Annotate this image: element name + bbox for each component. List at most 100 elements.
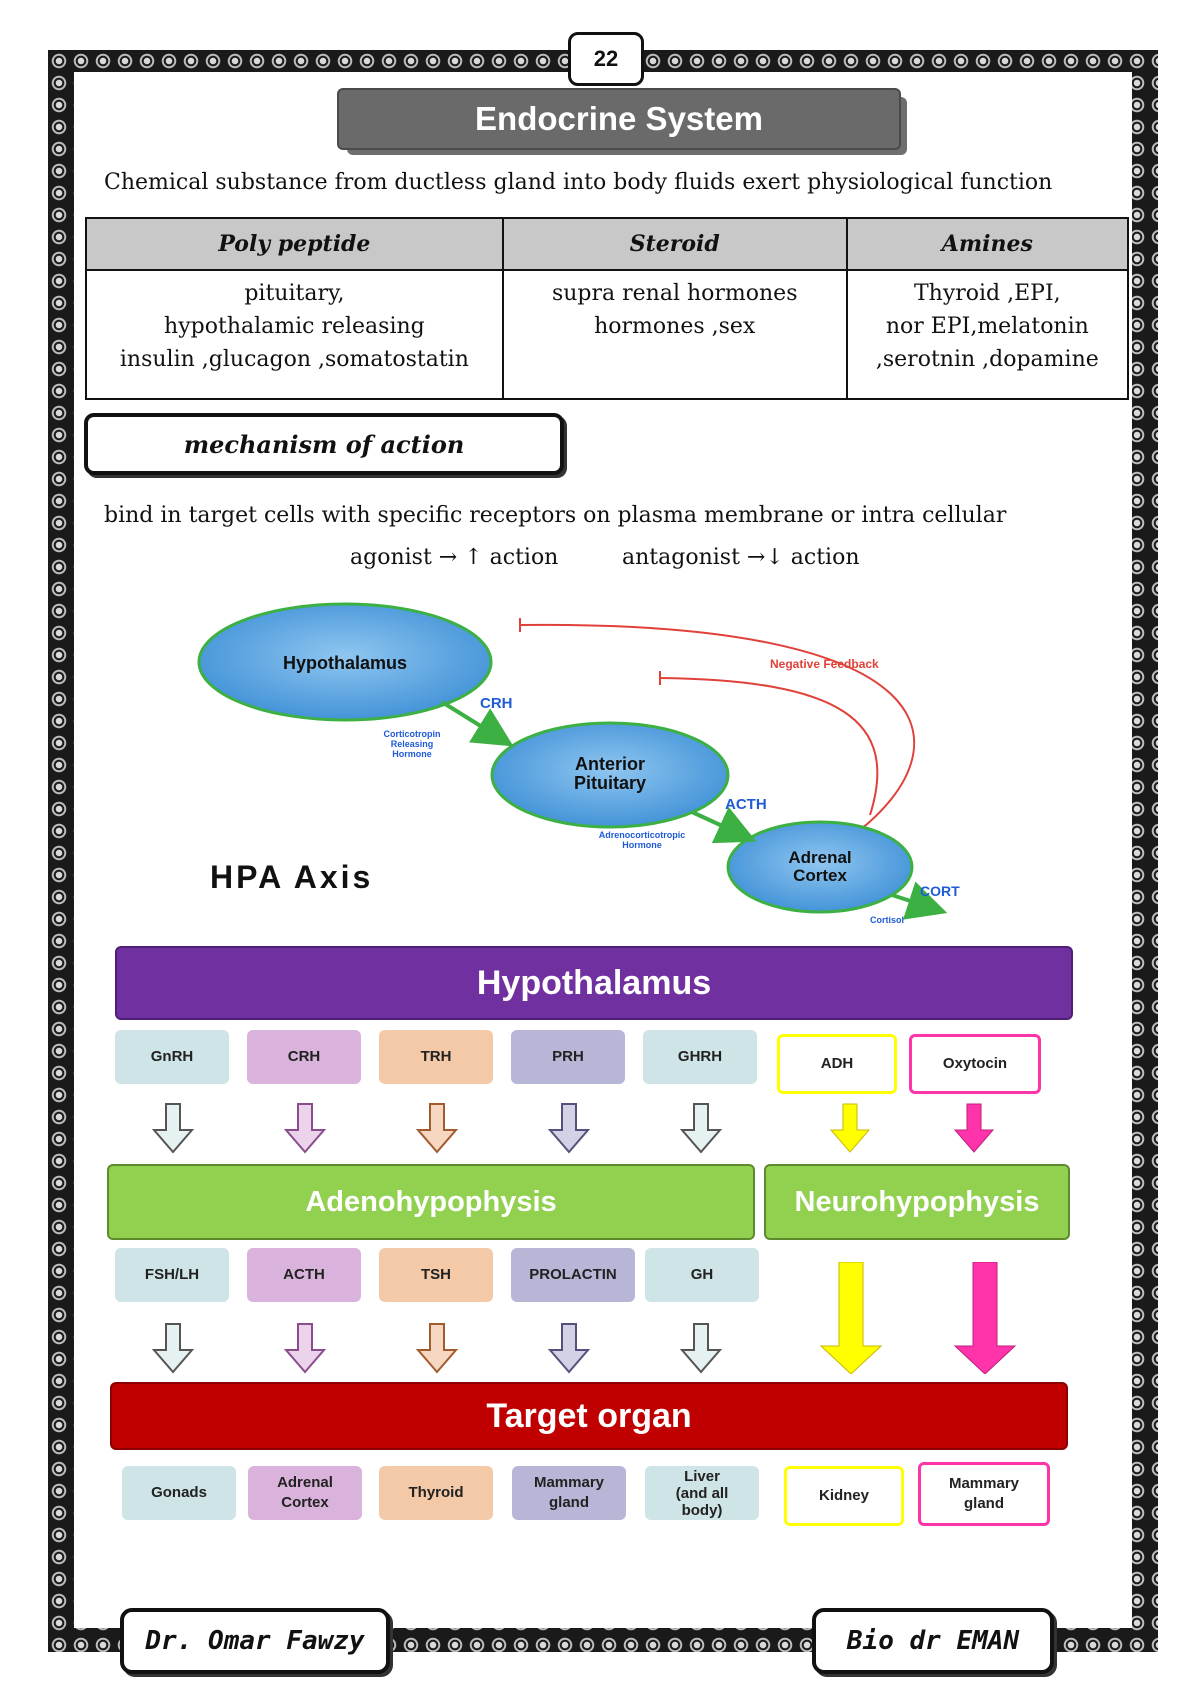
target-organ-mammary-gland-2: Mammary gland — [918, 1462, 1050, 1526]
acth-full-1: Adrenocorticotropic — [599, 830, 686, 840]
cell-line: hypothalamic releasing — [164, 314, 425, 339]
down-arrow-icon — [547, 1323, 591, 1374]
pituitary-label-2: Pituitary — [574, 773, 646, 793]
hormone-class-table: Poly peptide Steroid Amines pituitary, h… — [85, 217, 1130, 400]
down-arrow-icon — [679, 1323, 723, 1374]
target-organ-gonads: Gonads — [122, 1466, 236, 1520]
table-cell-steroid: supra renal hormones hormones ,sex — [501, 269, 848, 400]
acth-arrow — [691, 806, 757, 844]
organ-label: Thyroid — [408, 1484, 464, 1501]
down-arrow-icon — [829, 1103, 871, 1153]
down-arrow-icon — [679, 1103, 723, 1154]
pituitary-hormone-prolactin: PROLACTIN — [511, 1248, 635, 1302]
cell-line: supra renal hormones — [551, 281, 798, 306]
pituitary-hormone-fsh-lh: FSH/LH — [115, 1248, 229, 1302]
flow-target-organ-banner: Target organ — [110, 1382, 1068, 1450]
organ-label: (and all — [675, 1484, 729, 1502]
target-organ-kidney: Kidney — [784, 1466, 904, 1526]
releasing-hormone-trh: TRH — [379, 1030, 493, 1084]
page-number: 22 — [568, 32, 644, 86]
down-arrow-icon — [151, 1103, 195, 1154]
mechanism-heading: mechanism of action — [84, 413, 564, 475]
footer-author-left: Dr. Omar Fawzy — [120, 1608, 390, 1674]
organ-label: Liver — [684, 1467, 720, 1485]
down-arrow-icon — [415, 1323, 459, 1374]
footer-author-right: Bio dr EMAN — [812, 1608, 1054, 1674]
hypothalamus-label: Hypothalamus — [283, 653, 407, 673]
pituitary-label-1: Anterior — [575, 754, 645, 774]
table-cell-amines: Thyroid ,EPI, nor EPI,melatonin ,serotni… — [845, 269, 1130, 400]
adrenal-label-2: Cortex — [793, 866, 847, 885]
down-arrow-icon — [415, 1103, 459, 1154]
arrow-row-2 — [151, 1262, 1017, 1374]
acth-label: ACTH — [725, 796, 767, 813]
crh-label: CRH — [480, 695, 513, 712]
organ-label: body) — [681, 1501, 723, 1519]
table-header-steroid: Steroid — [501, 217, 848, 271]
intro-text: Chemical substance from ductless gland i… — [104, 170, 1053, 195]
releasing-hormone-crh: CRH — [247, 1030, 361, 1084]
organ-label: gland — [549, 1494, 589, 1511]
cell-line: ,serotnin ,dopamine — [875, 347, 1099, 372]
crh-full-2: Releasing — [391, 739, 434, 749]
target-organ-liver: Liver (and all body) — [645, 1466, 759, 1520]
flow-hypothalamus-banner: Hypothalamus — [115, 946, 1073, 1020]
feedback-label: Negative Feedback — [770, 657, 879, 671]
cell-line: Thyroid ,EPI, — [913, 281, 1061, 306]
pituitary-hormone-gh: GH — [645, 1248, 759, 1302]
crh-full-3: Hormone — [392, 749, 432, 759]
down-arrow-icon — [283, 1103, 327, 1154]
hpa-axis-title: HPA Axis — [210, 859, 373, 895]
feedback-curve-inner — [659, 677, 879, 816]
cort-full: Cortisol — [870, 915, 904, 925]
cell-line: pituitary, — [244, 281, 345, 306]
antagonist-text: antagonist →↓ action — [622, 545, 860, 570]
down-arrow-icon — [819, 1262, 883, 1374]
organ-label: Mammary — [948, 1475, 1020, 1492]
pituitary-hormone-acth: ACTH — [247, 1248, 361, 1302]
cell-line: hormones ,sex — [594, 314, 756, 339]
flow-neurohypophysis-banner: Neurohypophysis — [764, 1164, 1070, 1240]
crh-arrow — [440, 700, 514, 747]
organ-label: Kidney — [818, 1487, 869, 1504]
target-organ-thyroid: Thyroid — [379, 1466, 493, 1520]
table-header-poly-peptide: Poly peptide — [85, 217, 504, 271]
down-arrow-icon — [547, 1103, 591, 1154]
adrenal-ellipse — [726, 820, 914, 914]
releasing-hormone-gnrh: GnRH — [115, 1030, 229, 1084]
cell-line: insulin ,glucagon ,somatostatin — [119, 347, 469, 372]
neuro-hormone-oxytocin: Oxytocin — [909, 1034, 1041, 1094]
target-organ-mammary-gland: Mammary gland — [512, 1466, 626, 1520]
down-arrow-icon — [953, 1262, 1017, 1374]
cort-label: CORT — [920, 883, 960, 899]
table-header-amines: Amines — [845, 217, 1130, 271]
cort-arrow — [891, 881, 948, 920]
organ-label: Adrenal — [277, 1474, 333, 1491]
organ-label: Gonads — [151, 1484, 207, 1501]
table-row: pituitary, hypothalamic releasing insuli… — [85, 269, 1130, 400]
agonist-text: agonist → ↑ action — [350, 545, 559, 570]
acth-full-2: Hormone — [622, 840, 662, 850]
organ-label: Cortex — [281, 1494, 329, 1511]
releasing-hormone-prh: PRH — [511, 1030, 625, 1084]
table-header-row: Poly peptide Steroid Amines — [85, 217, 1130, 271]
hypothalamus-ellipse — [197, 602, 493, 722]
organ-label: gland — [964, 1495, 1004, 1512]
crh-full-1: Corticotropin — [384, 729, 441, 739]
pituitary-ellipse — [490, 721, 730, 829]
page-title: Endocrine System — [337, 88, 901, 150]
neuro-hormone-adh: ADH — [777, 1034, 897, 1094]
table-cell-poly-peptide: pituitary, hypothalamic releasing insuli… — [85, 269, 504, 400]
down-arrow-icon — [283, 1323, 327, 1374]
releasing-hormone-ghrh: GHRH — [643, 1030, 757, 1084]
adrenal-label-1: Adrenal — [788, 848, 851, 867]
hpa-axis-diagram: Negative Feedback Hypothalamus Anterior … — [197, 602, 960, 925]
flow-adenohypophysis-banner: Adenohypophysis — [107, 1164, 755, 1240]
organ-label: Mammary — [533, 1474, 605, 1491]
mechanism-text: bind in target cells with specific recep… — [104, 503, 1007, 528]
target-organ-adrenal-cortex: Adrenal Cortex — [248, 1466, 362, 1520]
down-arrow-icon — [953, 1103, 995, 1153]
feedback-curve-outer — [519, 623, 916, 831]
pituitary-hormone-tsh: TSH — [379, 1248, 493, 1302]
arrow-row-1 — [151, 1103, 995, 1154]
